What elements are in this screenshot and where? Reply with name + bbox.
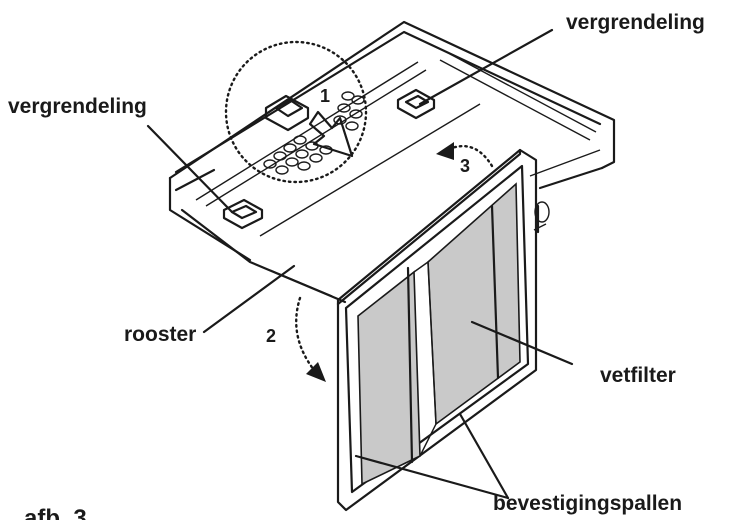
step-number-2: 2 (266, 326, 276, 346)
latch-right (396, 88, 436, 120)
grease-filter-panel (336, 148, 538, 512)
hood-body (168, 20, 616, 304)
clip-left (406, 266, 414, 464)
leader-lines (146, 28, 574, 500)
figure-caption: afb. 3 (24, 505, 87, 520)
clip-right (490, 204, 500, 380)
motion-arrow-2 (295, 296, 326, 382)
label-lock-right: vergrendeling (566, 11, 705, 34)
label-grille: rooster (124, 323, 196, 346)
step-number-3: 3 (460, 156, 470, 176)
latch-left (222, 198, 264, 230)
motion-arrow-3 (436, 142, 494, 168)
detail-zoom-circle (224, 40, 368, 184)
label-filter: vetfilter (600, 364, 676, 387)
label-lock-left: vergrendeling (8, 95, 147, 118)
step-number-1: 1 (320, 86, 330, 106)
push-arrow (308, 110, 354, 158)
label-clips: bevestigingspallen (493, 492, 682, 515)
